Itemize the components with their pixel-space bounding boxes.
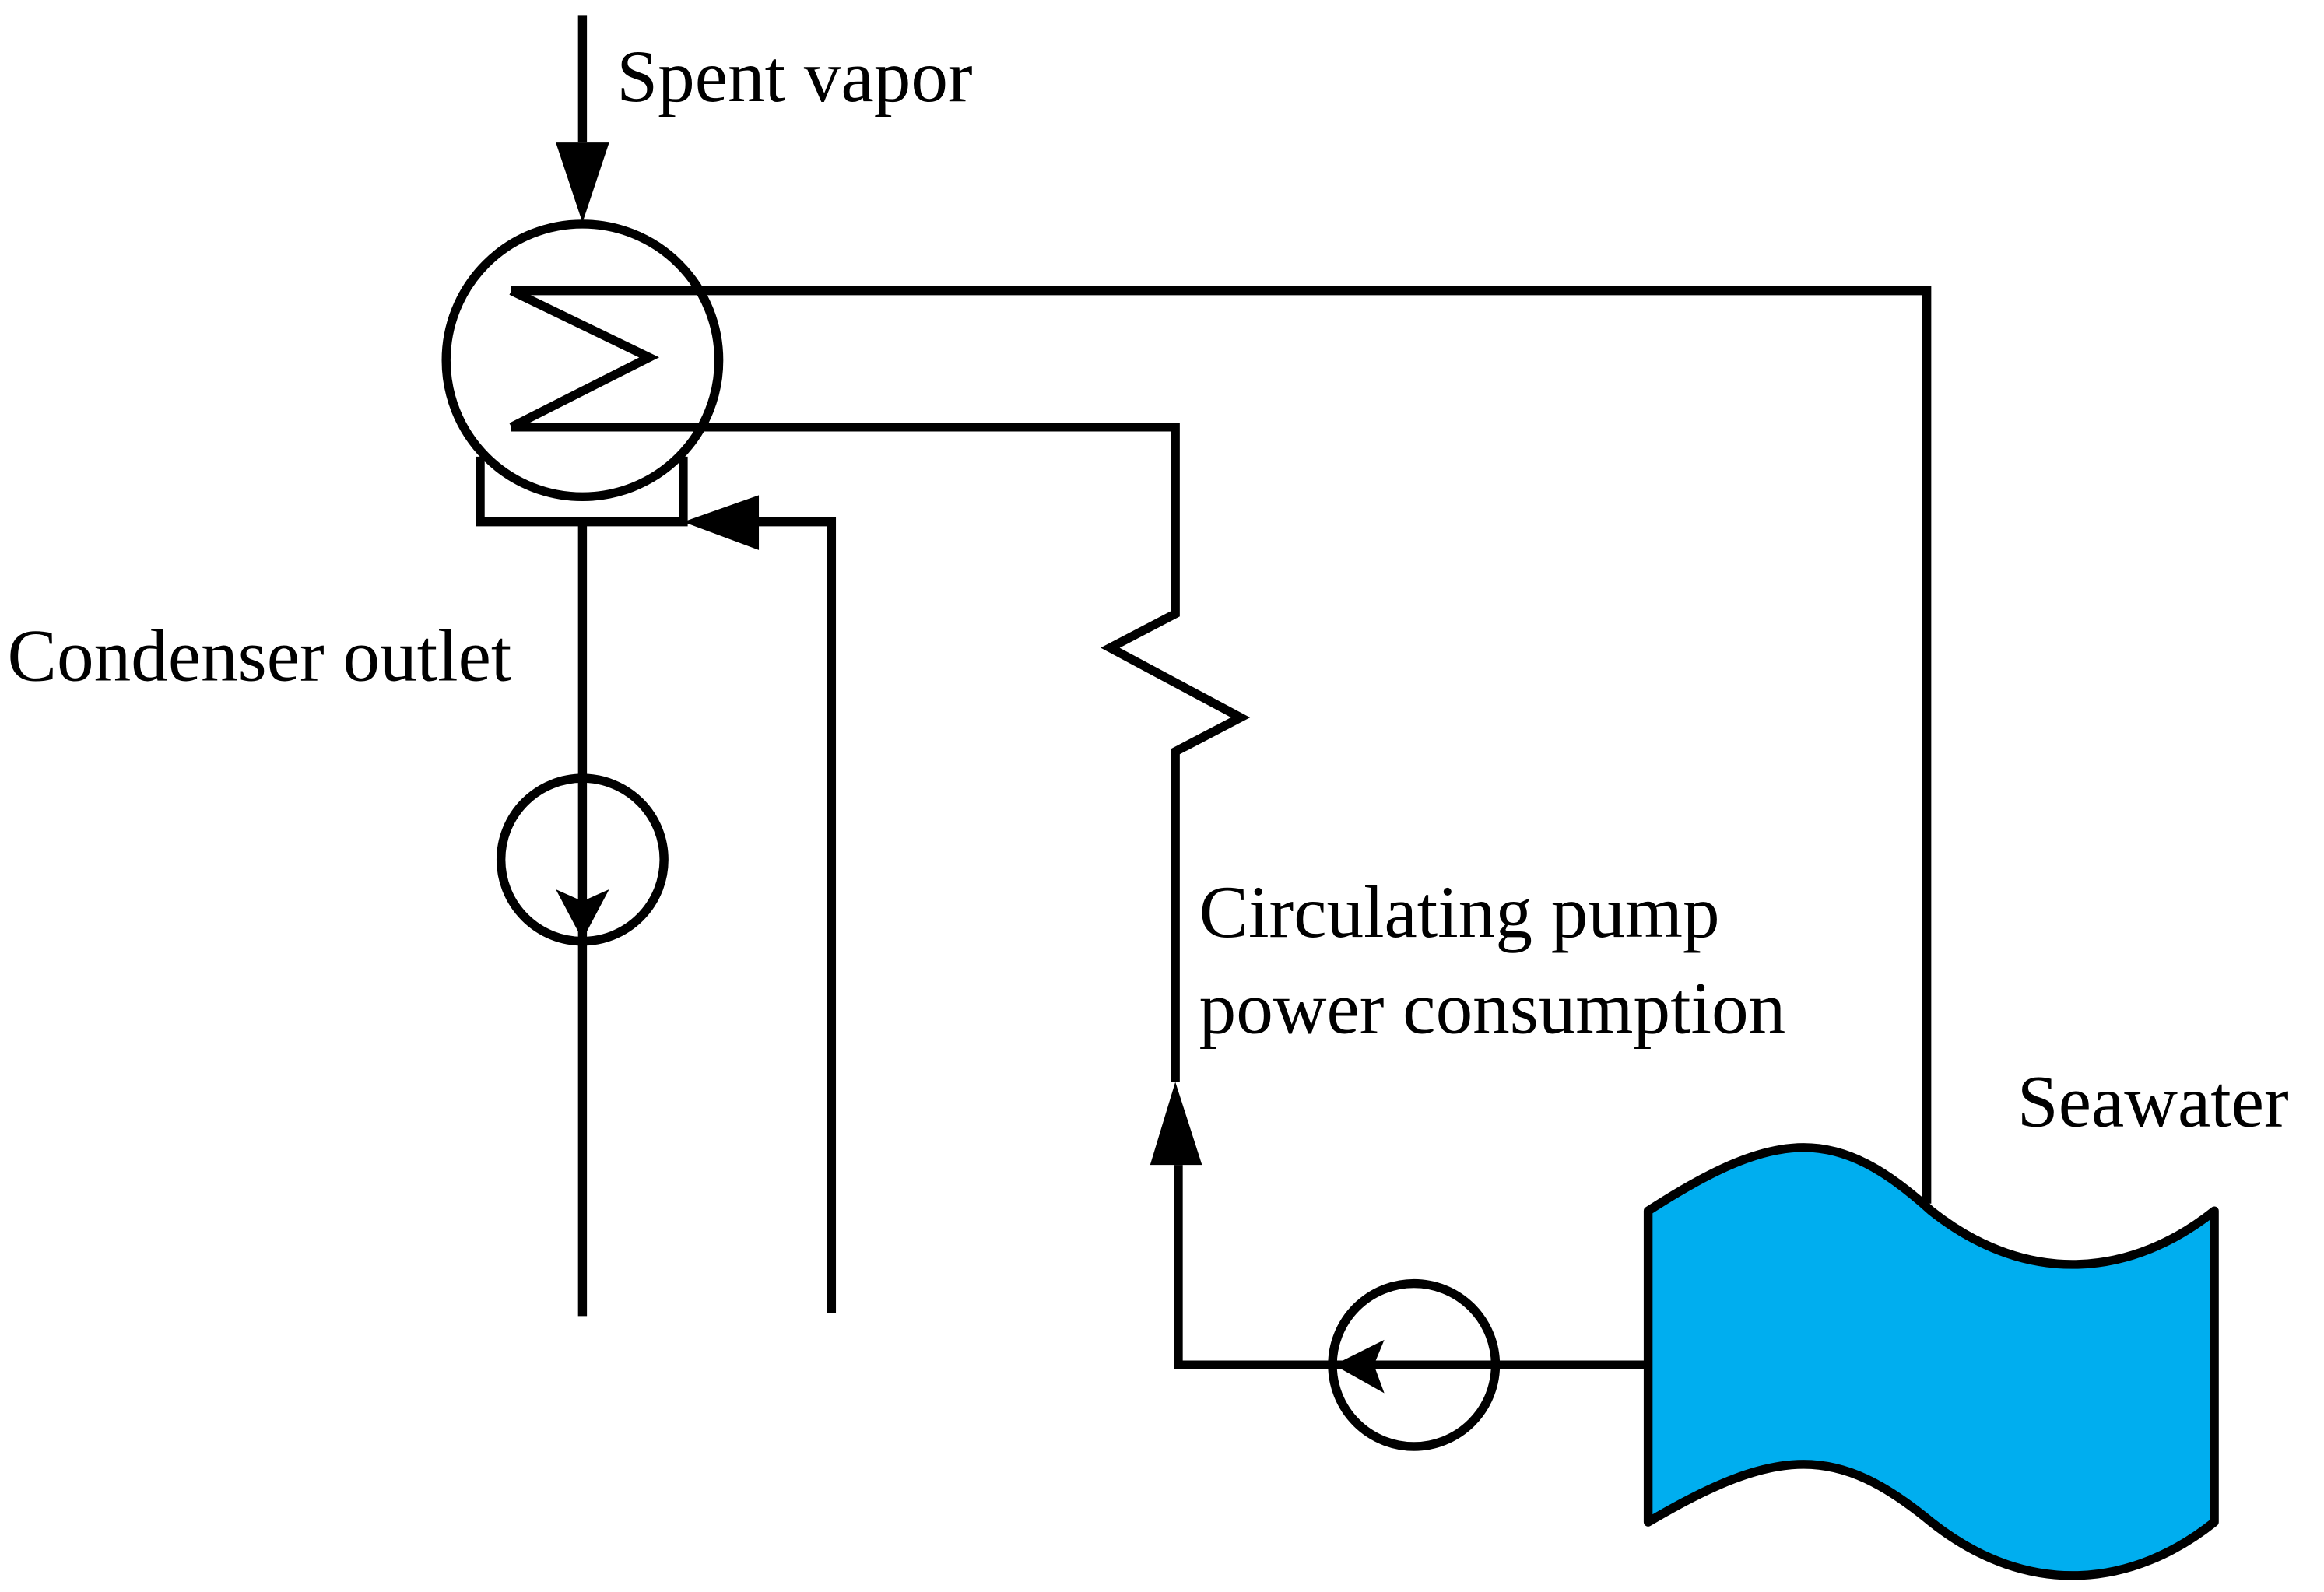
spent-vapor-label: Spent vapor	[616, 35, 972, 117]
circulating-pump-label-line2: power consumption	[1199, 967, 1786, 1050]
seawater-icon	[1643, 1143, 2219, 1580]
circulating-pump-label-line1: Circulating pump	[1199, 871, 1720, 953]
condenser-icon	[441, 219, 724, 502]
condenser-outlet-label: Condenser outlet	[8, 614, 512, 696]
circulating-pump-icon	[1328, 1278, 1501, 1451]
spent-vapor-inlet-arrow	[556, 15, 609, 223]
cooling-water-inlet-line	[511, 423, 1251, 1082]
cooling-water-outlet-line	[511, 286, 1932, 1204]
inlet-flow-arrow	[1150, 1082, 1202, 1166]
seawater-label: Seawater	[2017, 1061, 2289, 1143]
condensate-pump-icon	[496, 773, 669, 946]
hotwell-return-line	[683, 495, 837, 1313]
